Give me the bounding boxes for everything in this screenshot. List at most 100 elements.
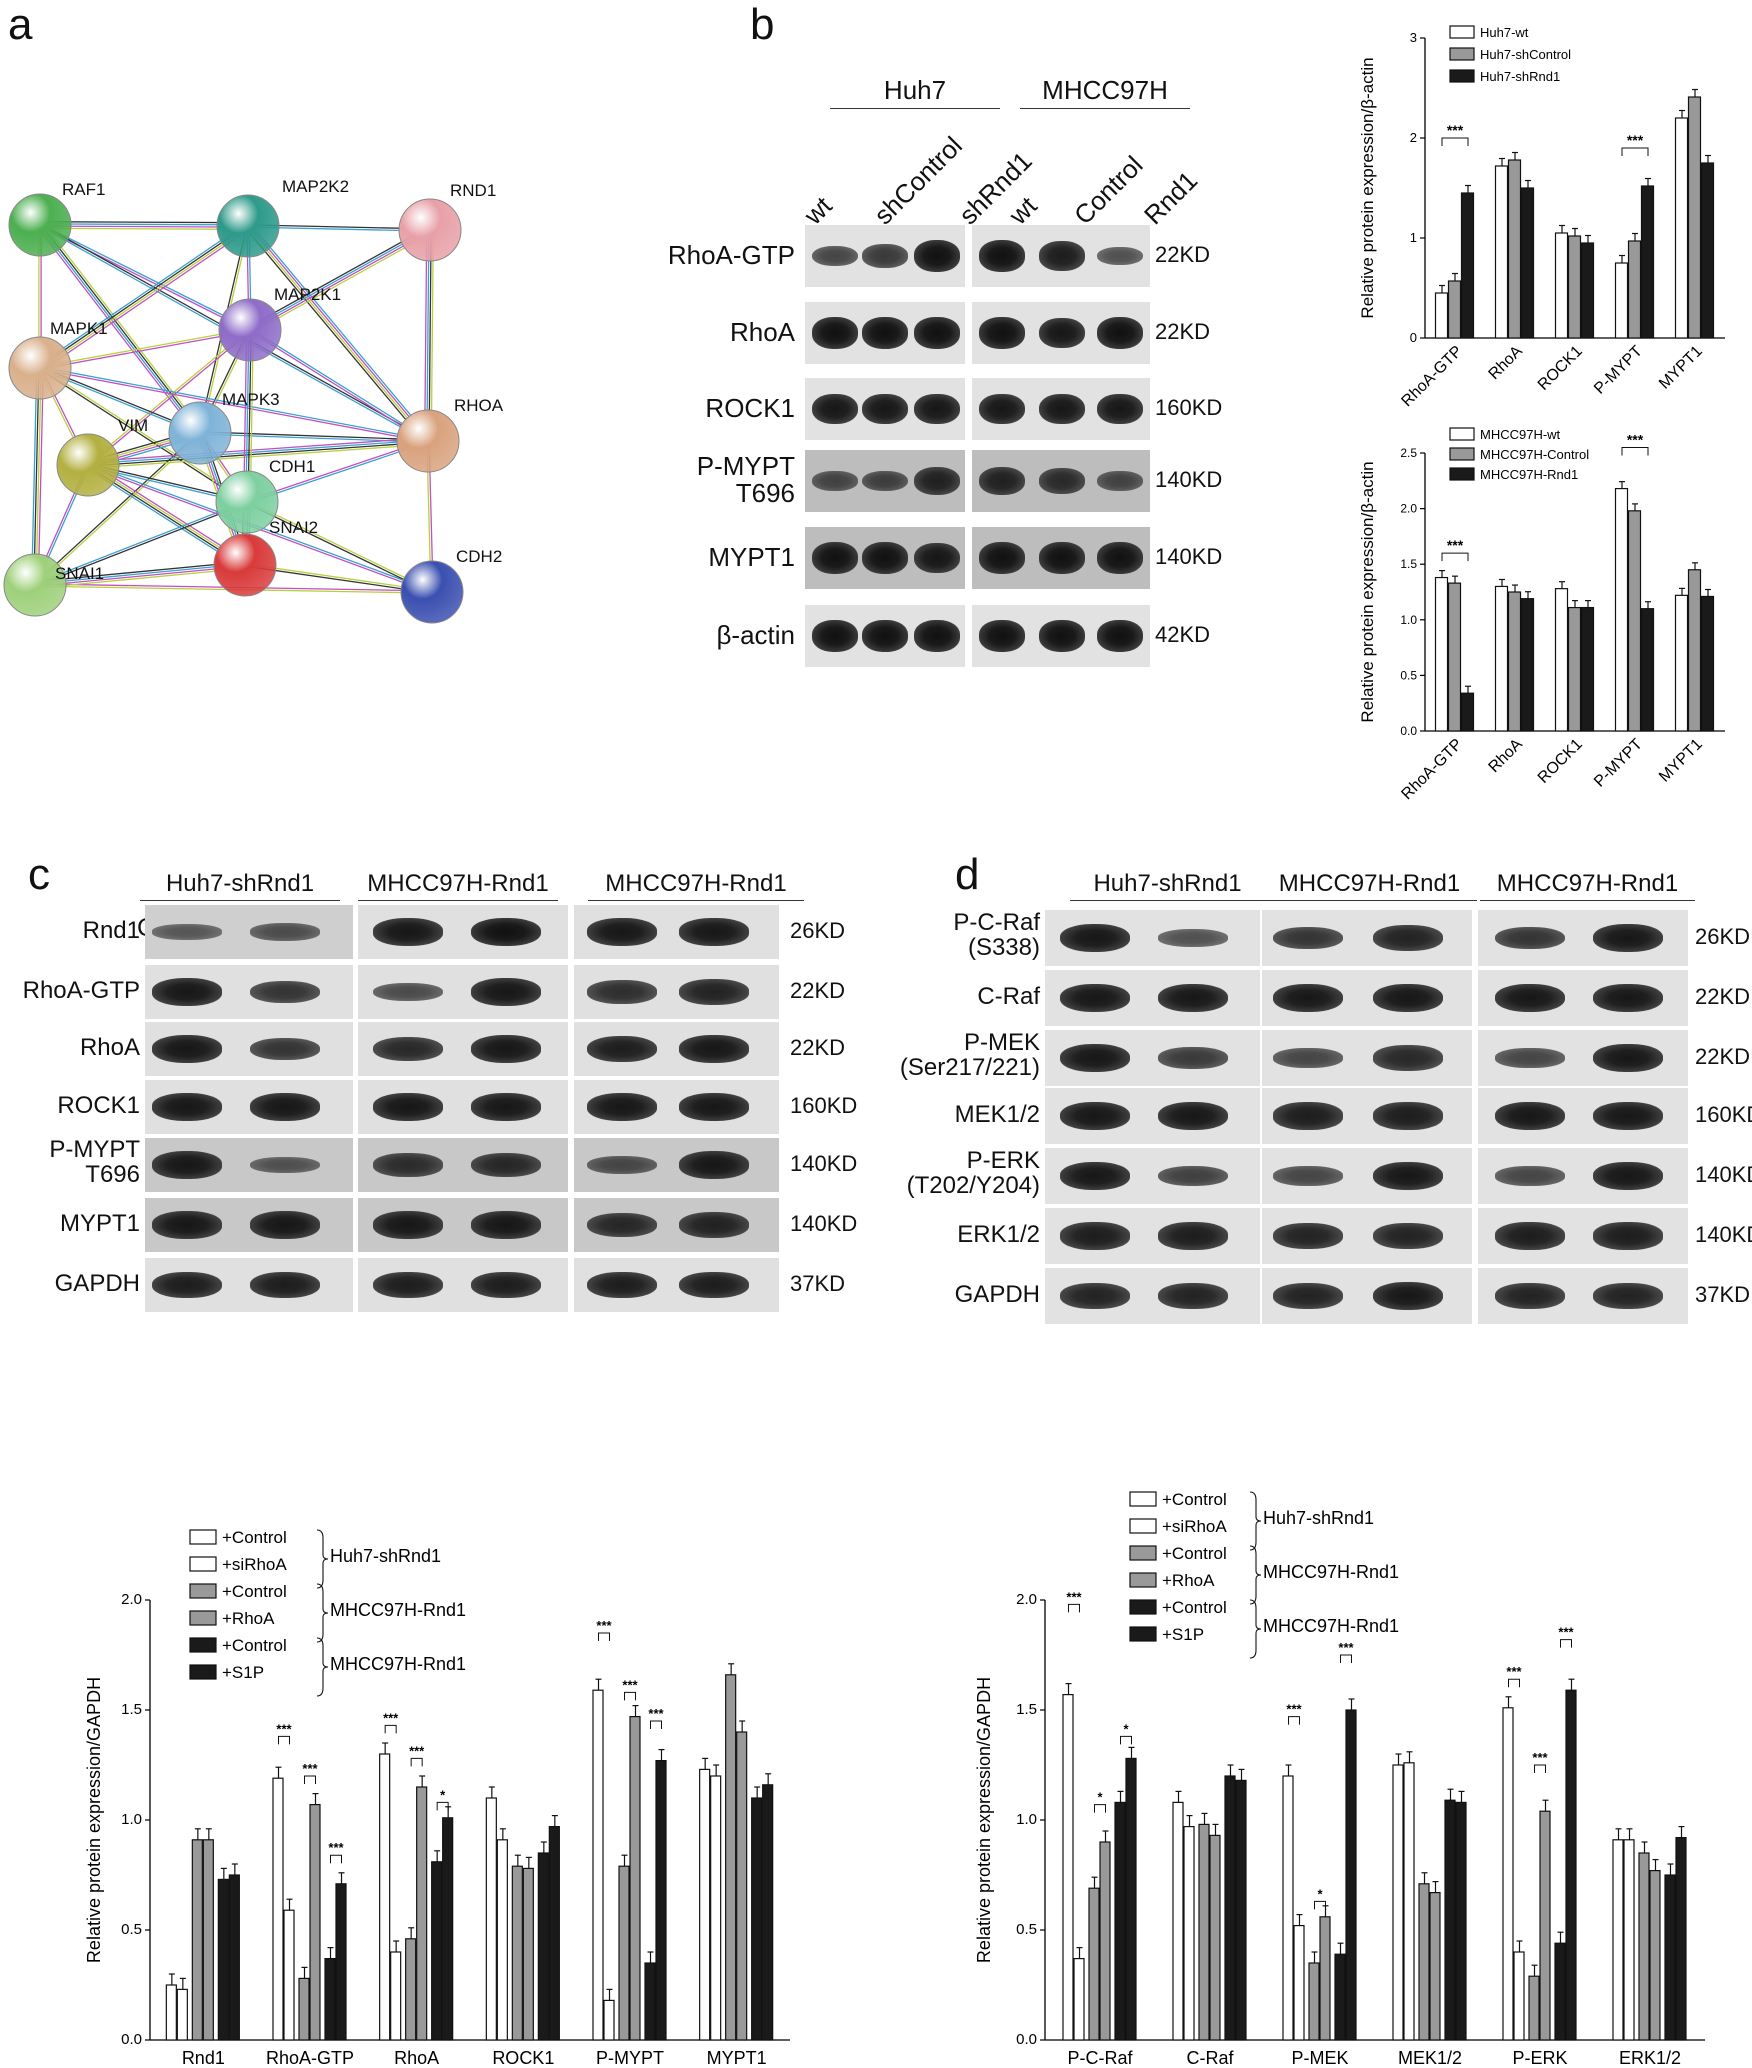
legend-group-label: MHCC97H-Rnd1	[1263, 1562, 1399, 1582]
y-tick-label: 1.0	[121, 1811, 142, 1828]
network-edge	[39, 328, 250, 368]
network-edge	[39, 368, 247, 504]
network-edge	[250, 230, 431, 332]
blot-band	[1373, 924, 1443, 952]
bar	[298, 1977, 310, 2041]
network-edge	[40, 366, 429, 441]
significance-label: ***	[622, 1677, 638, 1692]
blot-band	[471, 1093, 541, 1121]
significance-bracket	[650, 1720, 662, 1729]
blot-band	[373, 1093, 443, 1121]
network-node-map2k1	[218, 298, 282, 362]
x-tick-label: ROCK1	[492, 2048, 554, 2068]
blot-row-label: RhoA-GTP	[22, 977, 140, 1004]
blot-band	[1373, 1045, 1443, 1071]
y-tick-label: 0.0	[1016, 2031, 1037, 2048]
blot-band	[1158, 1165, 1228, 1187]
significance-bracket	[1094, 1804, 1106, 1813]
blot-strip	[358, 1198, 568, 1252]
blot-row-label: P-MYPT T696	[696, 451, 795, 509]
y-tick-label: 2.0	[1400, 502, 1417, 516]
blot-band	[373, 982, 443, 1002]
bar	[1224, 1775, 1236, 2041]
blot-strip	[1262, 1148, 1472, 1204]
legend-swatch	[1129, 1626, 1157, 1642]
network-edge	[36, 226, 198, 436]
significance-bracket	[1288, 1716, 1300, 1725]
blot-band	[914, 620, 960, 652]
blot-size-label: 140KD	[1695, 1222, 1752, 1247]
significance-label: ***	[1338, 1640, 1354, 1655]
blot-strip	[358, 1258, 568, 1312]
blot-strip	[358, 1138, 568, 1192]
network-node-rnd1	[398, 198, 462, 262]
network-node-cdh1	[215, 470, 279, 534]
blot-strip	[1478, 910, 1688, 966]
network-edge	[245, 563, 433, 592]
blot-band	[1039, 241, 1085, 271]
blot-strip	[1045, 1088, 1260, 1144]
blot-band	[1273, 1166, 1343, 1186]
bar	[272, 1777, 284, 2041]
blot-group-label: MHCC97H-Rnd1	[1480, 870, 1695, 901]
x-tick-label: RhoA-GTP	[1398, 736, 1465, 803]
bar	[548, 1826, 560, 2041]
bar	[1434, 292, 1449, 339]
blot-band	[1060, 1101, 1130, 1131]
blot-strip	[145, 1138, 353, 1192]
y-tick-label: 0.5	[1400, 668, 1417, 682]
network-edge	[31, 367, 38, 585]
network-edge	[247, 500, 433, 592]
network-node-label: CDH2	[456, 547, 502, 566]
x-tick-label: RhoA-GTP	[266, 2048, 354, 2068]
bar	[699, 1768, 711, 2041]
x-tick-label: P-ERK	[1512, 2048, 1567, 2068]
blot-band	[250, 1093, 320, 1121]
bar	[217, 1878, 229, 2041]
network-node-label: SNAI2	[269, 518, 318, 537]
bar	[603, 1999, 615, 2041]
bar	[1444, 1799, 1456, 2041]
legend-label: +S1P	[222, 1663, 264, 1682]
significance-label: ***	[596, 1618, 612, 1633]
bar	[496, 1839, 508, 2041]
blot-band	[1593, 983, 1663, 1013]
blot-strip	[145, 1022, 353, 1076]
blot-band	[679, 1151, 749, 1179]
blot-row-label: MYPT1	[59, 1210, 140, 1237]
legend-swatch	[1449, 427, 1475, 441]
bar	[1088, 1887, 1100, 2041]
legend-label: MHCC97H-wt	[1480, 427, 1561, 442]
y-tick-label: 1.5	[1016, 1701, 1037, 1718]
blot-band	[587, 1093, 657, 1121]
blot-band	[1495, 1101, 1565, 1131]
bar	[1513, 1951, 1525, 2041]
significance-bracket	[1508, 1678, 1520, 1688]
bar	[405, 1938, 417, 2041]
y-tick-label: 1.5	[121, 1701, 142, 1718]
network-node-label: RAF1	[62, 180, 105, 199]
blot-lane-label: Rnd1	[1138, 165, 1204, 231]
network-edge	[40, 221, 249, 224]
blot-group-label: Huh7-shRnd1	[1070, 870, 1265, 901]
blot-d: Huh7-shRnd1MHCC97H-Rnd1MHCC97H-Rnd1Contr…	[870, 870, 1752, 1490]
blot-band	[862, 470, 908, 492]
blot-band	[1039, 620, 1085, 652]
y-tick-label: 1.0	[1400, 613, 1417, 627]
blot-band	[679, 1093, 749, 1121]
blot-band	[1495, 1282, 1565, 1310]
blot-band	[862, 620, 908, 652]
blot-band	[1373, 983, 1443, 1013]
bar	[1554, 1942, 1566, 2041]
network-edge	[87, 437, 428, 463]
blot-band	[1593, 923, 1663, 953]
legend-label: +Control	[1162, 1598, 1227, 1617]
legend-group-label: Huh7-shRnd1	[330, 1546, 441, 1566]
blot-band	[1097, 246, 1143, 266]
network-edge	[428, 230, 432, 442]
y-tick-label: 2.0	[1016, 1591, 1037, 1608]
blot-row-label: RhoA	[79, 1034, 140, 1061]
network-node-label: MAPK3	[222, 390, 280, 409]
legend-brace	[1249, 1491, 1262, 1551]
bar	[1528, 1975, 1540, 2041]
